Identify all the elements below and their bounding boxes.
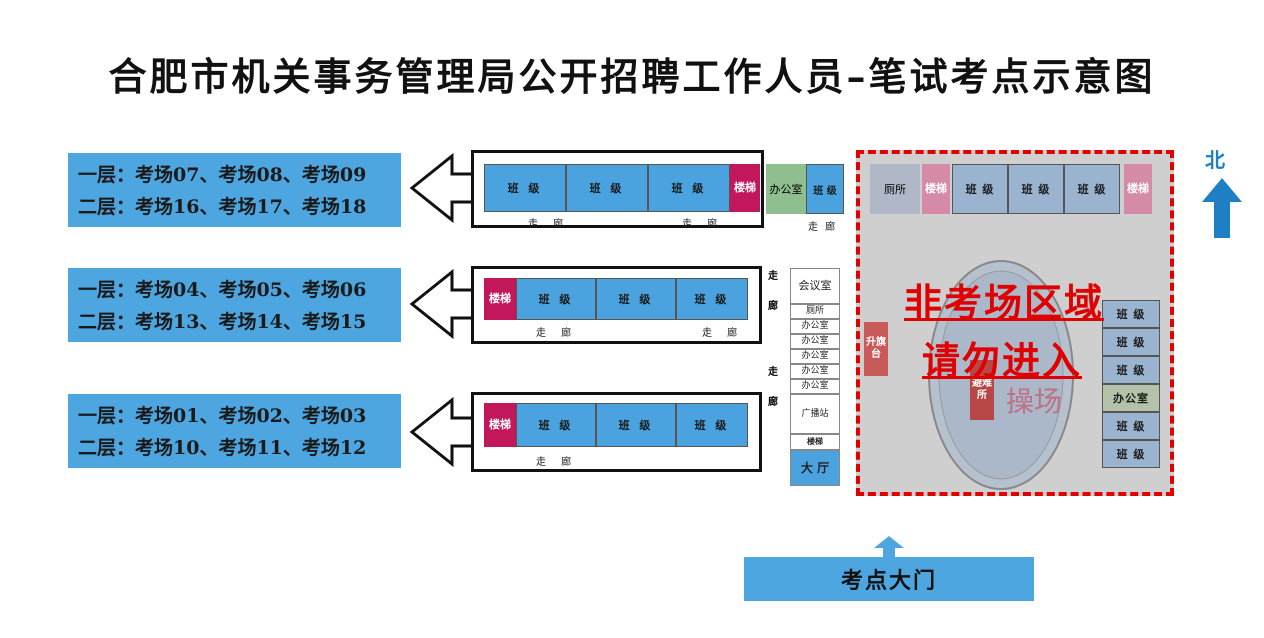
- classroom: 班 级: [1102, 440, 1160, 468]
- flag-platform: 升旗台: [864, 322, 888, 376]
- admin-building: 会议室 厕所 办公室 办公室 办公室 办公室 办公室 广播站 楼梯 大 厅: [790, 268, 840, 486]
- info-line-floor1: 一层：考场01、考场02、考场03: [78, 405, 367, 427]
- stairs: 楼梯: [730, 164, 760, 212]
- classroom: 班 级: [806, 164, 844, 214]
- north-label: 北: [1205, 148, 1225, 172]
- shelter: 避难所: [970, 360, 994, 420]
- office: 办公室: [790, 334, 840, 349]
- classroom: 班 级: [1102, 328, 1160, 356]
- broadcast-room: 广播站: [790, 394, 840, 434]
- classroom: 班 级: [648, 164, 730, 212]
- east-building: 班 级 班 级 班 级 办公室 班 级 班 级: [1102, 300, 1160, 468]
- north-arrow-icon: [1202, 178, 1242, 238]
- classroom: 班 级: [516, 403, 596, 447]
- corridor-label: 走 廊: [702, 328, 744, 339]
- info-box-building-3: 一层：考场07、考场08、考场09 二层：考场16、考场17、考场18: [68, 153, 401, 227]
- office: 办公室: [790, 349, 840, 364]
- arrow-left-icon: [409, 268, 476, 340]
- office: 办公室: [790, 379, 840, 394]
- stairs: 楼梯: [922, 164, 950, 214]
- arrow-left-icon: [409, 152, 476, 224]
- office: 办公室: [766, 164, 806, 214]
- classroom: 班 级: [516, 278, 596, 320]
- arrow-left-icon: [409, 396, 476, 468]
- classroom: 班 级: [676, 278, 748, 320]
- classroom: 班 级: [596, 278, 676, 320]
- up-arrow-icon: [874, 536, 904, 560]
- stairs: 楼梯: [484, 403, 516, 447]
- corridor-label-vertical: 走廊: [768, 271, 778, 312]
- hall: 大 厅: [790, 450, 840, 486]
- stairs: 楼梯: [484, 278, 516, 320]
- classroom: 班 级: [484, 164, 566, 212]
- classroom: 班 级: [1102, 412, 1160, 440]
- classroom: 班 级: [1102, 300, 1160, 328]
- classroom: 班 级: [596, 403, 676, 447]
- page-title: 合肥市机关事务管理局公开招聘工作人员–笔试考点示意图: [108, 54, 1156, 99]
- restricted-text-line1: 非考场区域: [904, 281, 1105, 325]
- office: 办公室: [790, 364, 840, 379]
- toilet: 厕所: [790, 304, 840, 319]
- corridor-label: 走 廊: [682, 219, 724, 230]
- classroom: 班 级: [952, 164, 1008, 214]
- main-gate: 考点大门: [744, 557, 1034, 601]
- info-line-floor2: 二层：考场16、考场17、考场18: [78, 196, 367, 218]
- info-box-building-1: 一层：考场01、考场02、考场03 二层：考场10、考场11、考场12: [68, 394, 401, 468]
- info-box-building-2: 一层：考场04、考场05、考场06 二层：考场13、考场14、考场15: [68, 268, 401, 342]
- classroom: 班 级: [1064, 164, 1120, 214]
- office: 办公室: [790, 319, 840, 334]
- info-line-floor1: 一层：考场07、考场08、考场09: [78, 164, 367, 186]
- office: 办公室: [1102, 384, 1160, 412]
- stairs: 楼梯: [790, 434, 840, 450]
- meeting-room: 会议室: [790, 268, 840, 304]
- corridor-label: 走 廊: [536, 457, 578, 468]
- classroom: 班 级: [566, 164, 648, 212]
- classroom: 班 级: [1008, 164, 1064, 214]
- info-line-floor1: 一层：考场04、考场05、考场06: [78, 279, 367, 301]
- field-label: 操场: [1006, 385, 1063, 418]
- corridor-label: 走 廊: [808, 222, 838, 233]
- corridor-label-vertical: 走廊: [768, 367, 778, 408]
- classroom: 班 级: [676, 403, 748, 447]
- corridor-label: 走 廊: [536, 328, 578, 339]
- info-line-floor2: 二层：考场10、考场11、考场12: [78, 437, 367, 459]
- restricted-text-line2: 请勿进入: [922, 339, 1083, 383]
- info-line-floor2: 二层：考场13、考场14、考场15: [78, 311, 367, 333]
- stairs: 楼梯: [1124, 164, 1152, 214]
- sports-field: [928, 260, 1074, 490]
- corridor-label: 走 廊: [528, 219, 570, 230]
- toilet: 厕所: [870, 164, 920, 214]
- classroom: 班 级: [1102, 356, 1160, 384]
